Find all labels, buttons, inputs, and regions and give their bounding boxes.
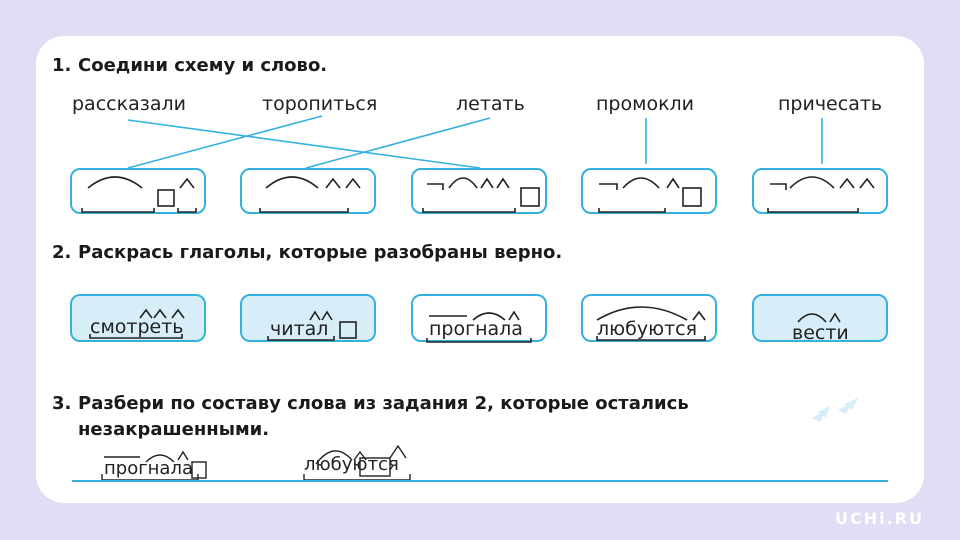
verb-word-prognala: прогнала bbox=[429, 318, 523, 340]
scheme-box-5[interactable] bbox=[752, 168, 888, 214]
scheme-5-morphemes bbox=[767, 176, 875, 213]
word-letat[interactable]: летать bbox=[456, 93, 525, 115]
line-toropitsya bbox=[127, 115, 323, 169]
task-3-title: 3. Разбери по составу слова из задания 2,… bbox=[52, 391, 689, 443]
scheme-1-morphemes bbox=[81, 176, 197, 213]
verb-3-morphemes bbox=[426, 310, 532, 343]
task-2-number: 2. bbox=[52, 242, 72, 263]
verb-4-morphemes bbox=[596, 306, 706, 341]
scheme-box-4[interactable] bbox=[581, 168, 717, 214]
verb-word-smotret: смотреть bbox=[90, 316, 184, 338]
answer-word-prognala[interactable]: прогнала bbox=[104, 458, 193, 479]
verb-box-prognala[interactable]: прогнала bbox=[411, 294, 547, 343]
verb-word-chital: читал bbox=[270, 318, 329, 340]
task-2-text: Раскрась глаголы, которые разобраны верн… bbox=[78, 242, 563, 263]
task-3-number: 3. bbox=[52, 393, 72, 414]
word-prichesat[interactable]: причесать bbox=[778, 93, 883, 115]
word-rasskazali[interactable]: рассказали bbox=[72, 93, 186, 115]
verb-box-smotret[interactable]: смотреть bbox=[70, 294, 206, 342]
task-3-line1: Разбери по составу слова из задания 2, к… bbox=[78, 393, 689, 414]
word-promokli[interactable]: промокли bbox=[596, 93, 695, 115]
scheme-2-morphemes bbox=[259, 176, 361, 213]
verb-2-morphemes bbox=[267, 310, 357, 341]
answer-word-lyubuyutsya[interactable]: любуются bbox=[304, 454, 399, 475]
verb-word-vesti: вести bbox=[792, 322, 849, 344]
verb-box-chital[interactable]: читал bbox=[240, 294, 376, 342]
scheme-3-morphemes bbox=[422, 177, 540, 213]
verb-box-lyubuyutsya[interactable]: любуются bbox=[581, 294, 717, 342]
task-1-number: 1. bbox=[52, 55, 72, 76]
verb-5-morphemes bbox=[797, 312, 841, 323]
line-rasskazali bbox=[127, 119, 481, 169]
word-toropitsya[interactable]: торопиться bbox=[262, 93, 378, 115]
task-3-line2: незакрашенными. bbox=[78, 419, 270, 440]
verb-box-vesti[interactable]: вести bbox=[752, 294, 888, 344]
uchi-logo: UCHi.RU bbox=[835, 509, 924, 528]
scheme-4-morphemes bbox=[598, 177, 702, 213]
answer-underline bbox=[72, 480, 888, 482]
scheme-box-3[interactable] bbox=[411, 168, 547, 214]
line-letat bbox=[305, 117, 491, 169]
verb-1-morphemes bbox=[89, 308, 185, 339]
task-card bbox=[36, 36, 924, 503]
scheme-box-2[interactable] bbox=[240, 168, 376, 214]
verb-word-lyubuyutsya: любуются bbox=[597, 318, 698, 340]
task-2-title: 2. Раскрась глаголы, которые разобраны ве… bbox=[52, 240, 562, 266]
task-1-title: 1. Соедини схему и слово. bbox=[52, 53, 327, 79]
task-1-text: Соедини схему и слово. bbox=[78, 55, 328, 76]
scheme-box-1[interactable] bbox=[70, 168, 206, 214]
